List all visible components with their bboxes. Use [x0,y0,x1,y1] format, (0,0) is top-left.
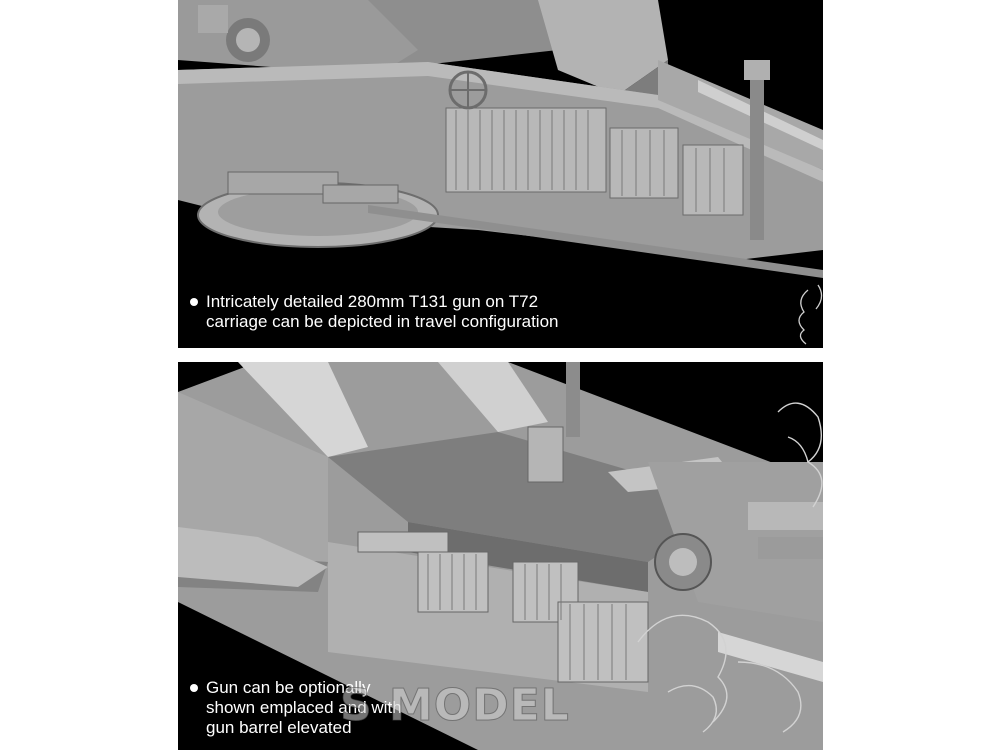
caption-text: Intricately detailed 280mm T131 gun on T… [206,292,559,331]
top-image-panel: Intricately detailed 280mm T131 gun on T… [178,0,823,348]
gun-carriage-render-emplaced [178,362,823,750]
bullet-icon [190,684,198,692]
mascot-line-art [637,402,823,733]
bottom-feature-caption: Gun can be optionally shown emplaced and… [190,678,402,738]
top-feature-caption: Intricately detailed 280mm T131 gun on T… [190,292,559,332]
bullet-icon [190,298,198,306]
watermark-text: S MODEL [340,680,570,732]
gun-carriage-render-travel [178,0,823,345]
bottom-image-panel: Gun can be optionally shown emplaced and… [178,362,823,750]
caption-text: Gun can be optionally shown emplaced and… [206,678,402,737]
mascot-line-art [798,284,823,345]
